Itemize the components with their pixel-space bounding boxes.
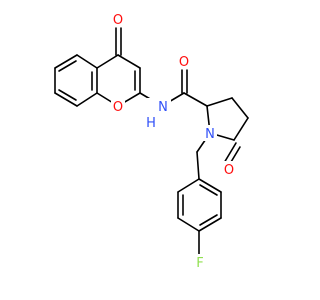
atom-o-ring: O xyxy=(113,100,123,115)
bond xyxy=(54,54,78,69)
atom-f: F xyxy=(196,256,203,271)
bond xyxy=(117,54,141,69)
bond xyxy=(58,60,77,72)
atom-o-amide: O xyxy=(179,55,189,70)
atom-labels: O O N H O N O F xyxy=(111,11,236,271)
atom-o-keto: O xyxy=(113,13,123,28)
molecule-diagram: O O N H O N O F xyxy=(54,11,249,271)
atom-o-lactam: O xyxy=(224,163,234,178)
bond xyxy=(198,178,222,193)
bond xyxy=(177,217,200,232)
bond xyxy=(183,92,208,107)
bond xyxy=(199,214,218,226)
bond xyxy=(198,217,222,232)
bond xyxy=(177,178,200,193)
bond xyxy=(206,97,233,107)
atom-n-pyrrolidine: N xyxy=(205,127,215,142)
bond xyxy=(196,151,200,180)
bond xyxy=(58,89,77,101)
atom-h-amide: H xyxy=(146,116,156,131)
bond xyxy=(199,184,218,196)
bond xyxy=(233,117,249,141)
atom-n-amide: N xyxy=(158,100,168,115)
bond xyxy=(76,92,98,107)
bond xyxy=(231,97,249,119)
bond xyxy=(54,92,78,107)
bond xyxy=(223,142,237,164)
structure-svg: O O N H O N O F xyxy=(54,11,249,271)
bond xyxy=(96,54,119,69)
bonds xyxy=(54,27,249,255)
bond xyxy=(76,54,98,69)
